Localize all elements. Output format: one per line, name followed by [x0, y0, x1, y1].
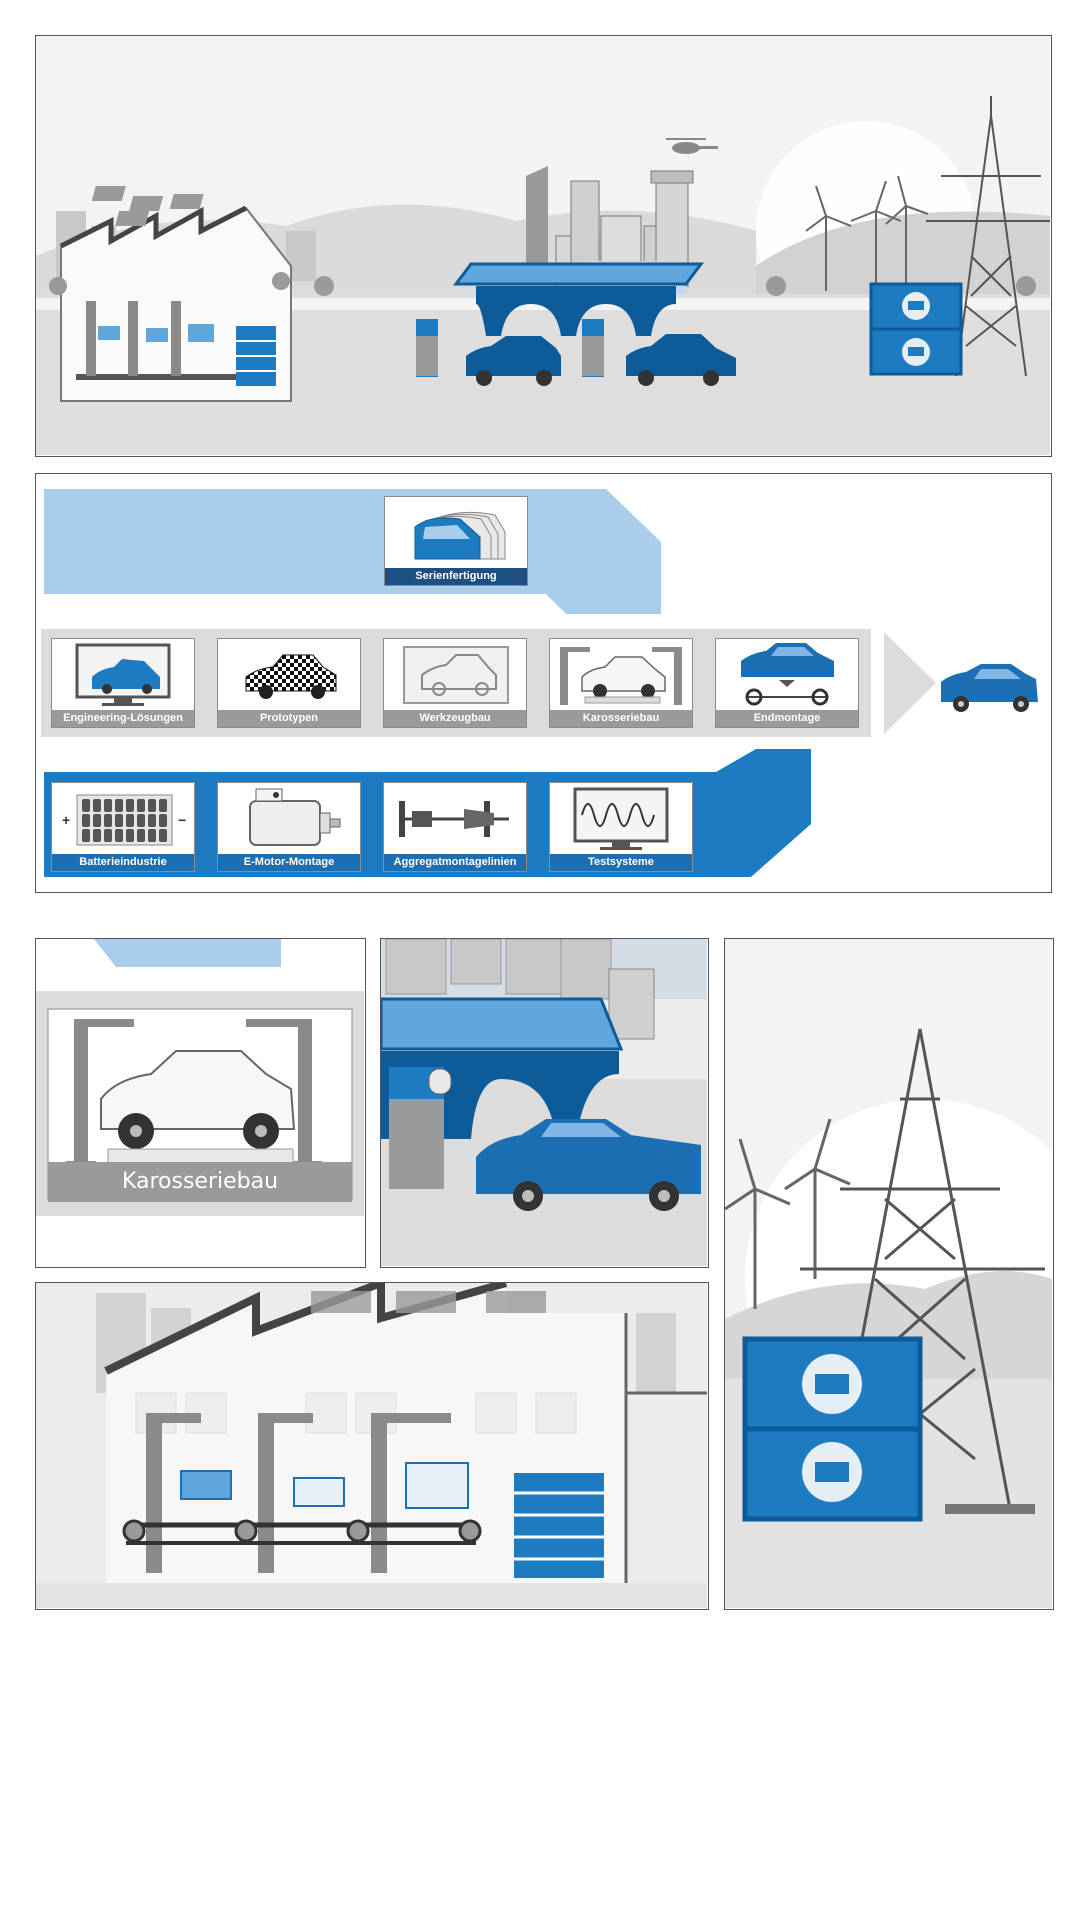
- assembly-car-icon: [741, 643, 834, 706]
- factory-building: [59, 186, 292, 402]
- drivetrain-icon: [399, 801, 509, 837]
- e-motor-icon: [249, 788, 341, 846]
- process-arrow-icon: [884, 632, 936, 734]
- powertrain-tile-test-systems[interactable]: Testsysteme: [549, 782, 693, 872]
- powertrain-tile-drivetrain[interactable]: Aggregatmontagelinien: [383, 782, 527, 872]
- process-label-body-shop: Karosseriebau: [550, 710, 692, 727]
- body-shop-detail: [36, 939, 364, 1266]
- checkered-car-icon: [245, 654, 337, 699]
- powertrain-label-battery: Batterieindustrie: [52, 854, 194, 871]
- helicopter-icon: [666, 138, 718, 154]
- finished-car-icon: [941, 664, 1038, 712]
- svg-text:+: +: [62, 812, 70, 828]
- process-label-engineering: Engineering-Lösungen: [52, 710, 194, 727]
- process-label-final-assembly: Endmontage: [716, 710, 858, 727]
- serial-production-label: Serienfertigung: [385, 568, 527, 585]
- blue-car-icon: [466, 336, 561, 386]
- car-body-stack-icon: [414, 511, 506, 560]
- process-tile-final-assembly[interactable]: Endmontage: [715, 638, 859, 728]
- robot-car-icon: [560, 647, 682, 705]
- blue-car-icon: [626, 334, 736, 386]
- process-tile-prototypes[interactable]: Prototypen: [217, 638, 361, 728]
- factory-detail-panel: [35, 1282, 709, 1610]
- grid-storage-detail-panel: [724, 938, 1054, 1610]
- serial-production-tile[interactable]: Serienfertigung: [384, 496, 528, 586]
- powertrain-label-emotor: E-Motor-Montage: [218, 854, 360, 871]
- powertrain-label-drivetrain: Aggregatmontagelinien: [384, 854, 526, 871]
- process-tile-toolmaking[interactable]: Werkzeugbau: [383, 638, 527, 728]
- monitor-car-icon: [75, 643, 171, 706]
- powertrain-tile-emotor[interactable]: E-Motor-Montage: [217, 782, 361, 872]
- charging-detail: [381, 939, 707, 1266]
- test-monitor-icon: [573, 787, 669, 850]
- process-tile-engineering[interactable]: Engineering-Lösungen: [51, 638, 195, 728]
- svg-text:−: −: [178, 812, 186, 828]
- process-diagram-panel: Serienfertigung Engineering-Lösungen Pro…: [35, 473, 1052, 893]
- powertrain-label-test-systems: Testsysteme: [550, 854, 692, 871]
- wind-turbine-icon: [805, 175, 929, 291]
- body-shop-detail-panel: Karosseriebau: [35, 938, 366, 1268]
- overview-scene-panel: [35, 35, 1052, 457]
- tool-car-icon: [403, 646, 509, 704]
- overview-scene: [36, 36, 1050, 455]
- charging-detail-panel: [380, 938, 709, 1268]
- serial-production-band: [44, 489, 661, 614]
- charging-station: [416, 262, 704, 377]
- battery-storage: [742, 1336, 923, 1522]
- power-pylon-icon: [926, 96, 1050, 377]
- battery-storage: [869, 282, 963, 376]
- process-label-prototypes: Prototypen: [218, 710, 360, 727]
- process-label-toolmaking: Werkzeugbau: [384, 710, 526, 727]
- process-tile-body-shop[interactable]: Karosseriebau: [549, 638, 693, 728]
- grid-storage-detail: [725, 939, 1052, 1608]
- powertrain-tile-battery[interactable]: + − Batterieindustrie: [51, 782, 195, 872]
- body-shop-detail-label: Karosseriebau: [48, 1162, 352, 1202]
- factory-detail: [36, 1283, 707, 1608]
- battery-cells-icon: + −: [62, 794, 186, 846]
